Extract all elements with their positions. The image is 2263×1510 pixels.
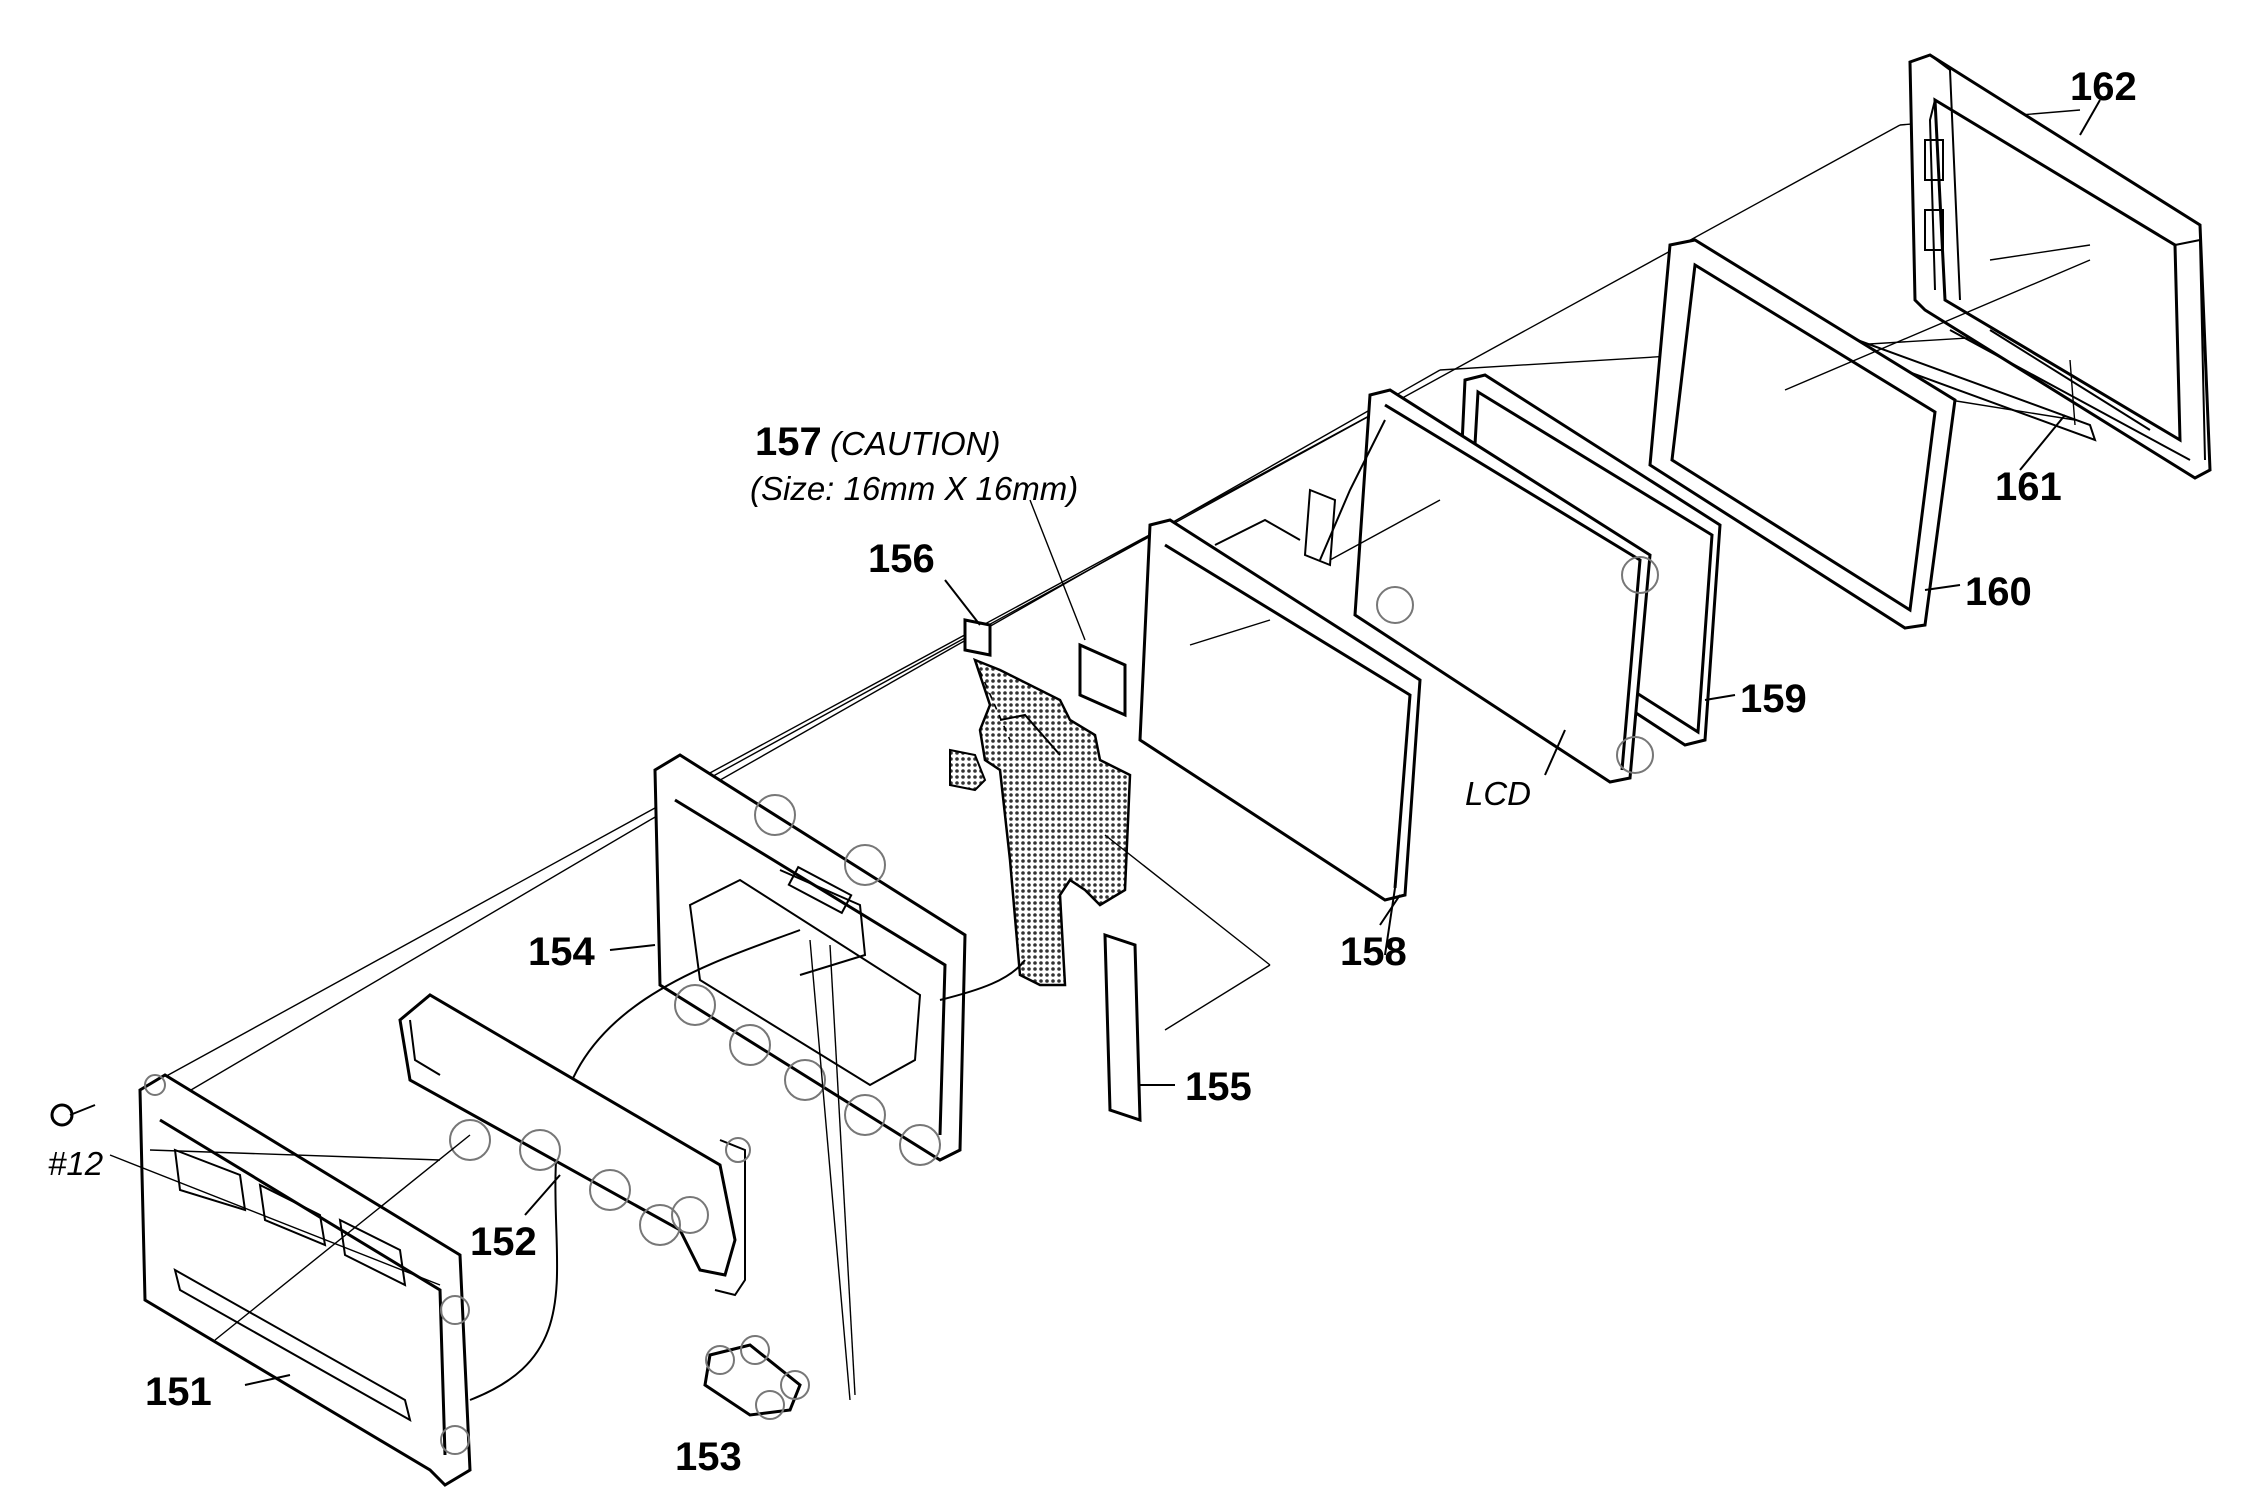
label-154: 154: [528, 930, 595, 974]
callout-labels: 162 161 160 159 LCD 158 157 (CAUTION) (S…: [48, 65, 2137, 1479]
label-157-size: (Size: 16mm X 16mm): [750, 470, 1078, 507]
part-156-flex-cable: [949, 618, 1132, 987]
label-152: 152: [470, 1220, 537, 1264]
label-158: 158: [1340, 930, 1407, 974]
label-157-caution: (CAUTION): [830, 425, 1000, 462]
label-screw-12: #12: [48, 1145, 103, 1182]
label-161: 161: [1995, 465, 2062, 509]
label-157: 157: [755, 420, 822, 464]
label-156: 156: [868, 537, 935, 581]
part-160-front-panel: [1648, 238, 2091, 630]
leader-lines: [244, 99, 2101, 1386]
part-151-front-bracket: [109, 1073, 472, 1487]
part-162-rear-frame: [1908, 53, 2212, 480]
part-157-caution-sheet: [1029, 499, 1127, 718]
screw-12: [50, 1103, 96, 1127]
lcd-module: [1303, 388, 1659, 784]
label-lcd: LCD: [1465, 775, 1531, 812]
label-159: 159: [1740, 677, 1807, 721]
part-154-bracket: [469, 753, 1026, 1401]
part-158-backlight: [1138, 518, 1422, 956]
label-160: 160: [1965, 570, 2032, 614]
part-152-bracket: [398, 993, 751, 1297]
part-155-strip: [1103, 834, 1271, 1123]
part-153-small-bracket: [703, 1335, 810, 1420]
label-153: 153: [675, 1435, 742, 1479]
label-162: 162: [2070, 65, 2137, 109]
label-151: 151: [145, 1370, 212, 1414]
label-155: 155: [1185, 1065, 1252, 1109]
